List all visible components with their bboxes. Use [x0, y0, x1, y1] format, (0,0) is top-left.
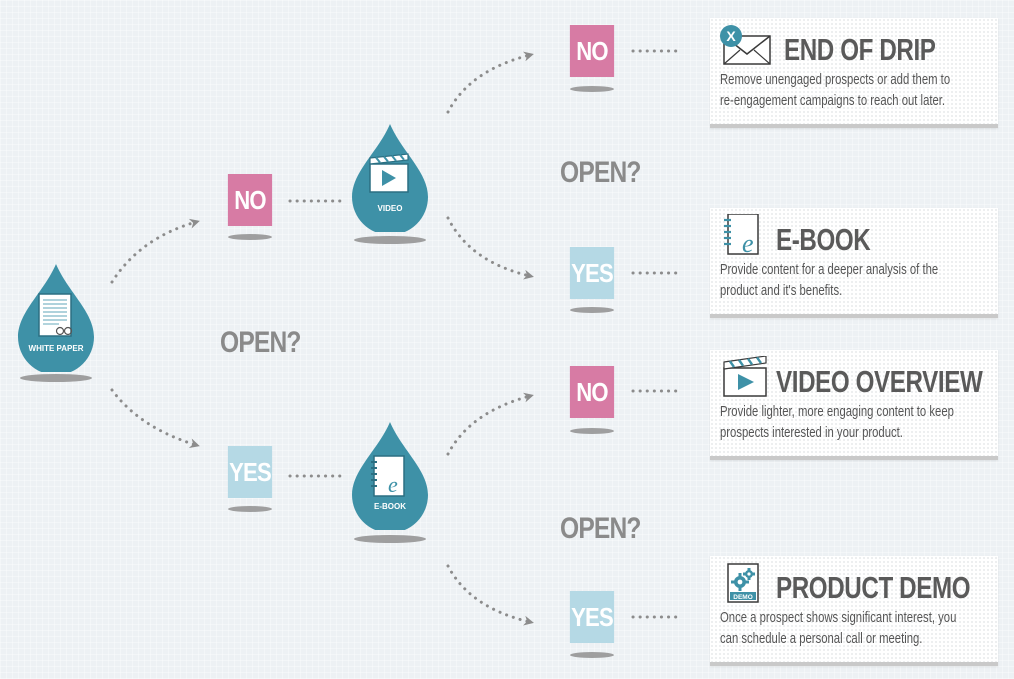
ebook-open-question: OPEN?: [560, 512, 641, 545]
card-desc-line: product and it's benefits.: [720, 283, 843, 299]
card-title: END OF DRIP: [784, 32, 936, 67]
first-no-label: NO: [234, 184, 266, 215]
card-description: Provide content for a deeper analysis of…: [720, 260, 1001, 302]
video-no-box: NO: [569, 25, 615, 77]
arrow-video-to-no: [446, 51, 534, 114]
ebook-drop: e E-BOOK: [350, 420, 430, 530]
video-drop: VIDEO: [350, 122, 430, 232]
demo-icon-label: DEMO: [733, 594, 753, 601]
card-description: Remove unengaged prospects or add them t…: [720, 70, 1001, 112]
ebook-shadow: [354, 535, 426, 543]
video-shadow: [354, 236, 426, 244]
first-yes-label: YES: [229, 456, 272, 487]
video-yes-label: YES: [571, 257, 614, 288]
video-label: VIDEO: [377, 204, 403, 213]
video-no-label: NO: [576, 35, 608, 66]
white-paper-label: WHITE PAPER: [28, 344, 84, 353]
ebook-yes-box: YES: [569, 591, 615, 643]
gears-demo-icon: DEMO: [718, 562, 774, 604]
first-no-box: NO: [227, 174, 273, 226]
arrow-ebook-to-no: [446, 392, 534, 456]
card-desc-line: prospects interested in your product.: [720, 425, 903, 441]
first-no-shadow: [228, 234, 272, 240]
arrow-ebook-to-yes: [446, 564, 534, 626]
document-icon: [38, 293, 73, 337]
card-description: Provide lighter, more engaging content t…: [720, 402, 1001, 444]
ebook-yes-label: YES: [571, 601, 614, 632]
notebook-icon: e: [371, 455, 405, 497]
white-paper-shadow: [20, 374, 92, 382]
card-desc-line: re-engagement campaigns to reach out lat…: [720, 93, 946, 109]
card-desc-line: Provide content for a deeper analysis of…: [720, 262, 939, 278]
clapperboard-icon: [718, 356, 774, 398]
ebook-label: E-BOOK: [374, 502, 406, 511]
clapperboard-icon: [369, 153, 409, 193]
card-title: PRODUCT DEMO: [776, 570, 971, 605]
card-desc-line: Remove unengaged prospects or add them t…: [720, 72, 951, 88]
first-open-question: OPEN?: [220, 326, 301, 359]
first-yes-shadow: [228, 506, 272, 512]
card-description: Once a prospect shows significant intere…: [720, 608, 1001, 650]
card-title: VIDEO OVERVIEW: [776, 364, 983, 399]
first-yes-box: YES: [227, 446, 273, 498]
svg-text:X: X: [726, 28, 736, 44]
card-desc-line: can schedule a personal call or meeting.: [720, 631, 923, 647]
card-title: E-BOOK: [776, 222, 871, 257]
video-no-shadow: [570, 86, 614, 92]
video-yes-box: YES: [569, 247, 615, 299]
ebook-yes-shadow: [570, 652, 614, 658]
end-of-drip-card: X END OF DRIP Remove unengaged prospects…: [710, 18, 998, 128]
ebook-no-shadow: [570, 428, 614, 434]
ebook-no-label: NO: [576, 376, 608, 407]
ebook-icon: e: [718, 214, 774, 256]
svg-text:e: e: [742, 229, 754, 256]
ebook-no-box: NO: [569, 366, 615, 418]
envelope-x-icon: X: [718, 24, 774, 66]
card-desc-line: Once a prospect shows significant intere…: [720, 610, 957, 626]
video-open-question: OPEN?: [560, 156, 641, 189]
video-overview-card: VIDEO OVERVIEW Provide lighter, more eng…: [710, 350, 998, 460]
arrow-whitepaper-to-yes: [110, 388, 200, 449]
product-demo-card: DEMO PRODUCT DEMO Once a prospect shows …: [710, 556, 998, 666]
arrow-video-to-yes: [446, 216, 534, 280]
video-yes-shadow: [570, 307, 614, 313]
arrow-whitepaper-to-no: [110, 218, 200, 284]
svg-text:e: e: [388, 472, 398, 497]
white-paper-drop: WHITE PAPER: [16, 262, 96, 372]
card-desc-line: Provide lighter, more engaging content t…: [720, 404, 954, 420]
ebook-card: e E-BOOK Provide content for a deeper an…: [710, 208, 998, 318]
